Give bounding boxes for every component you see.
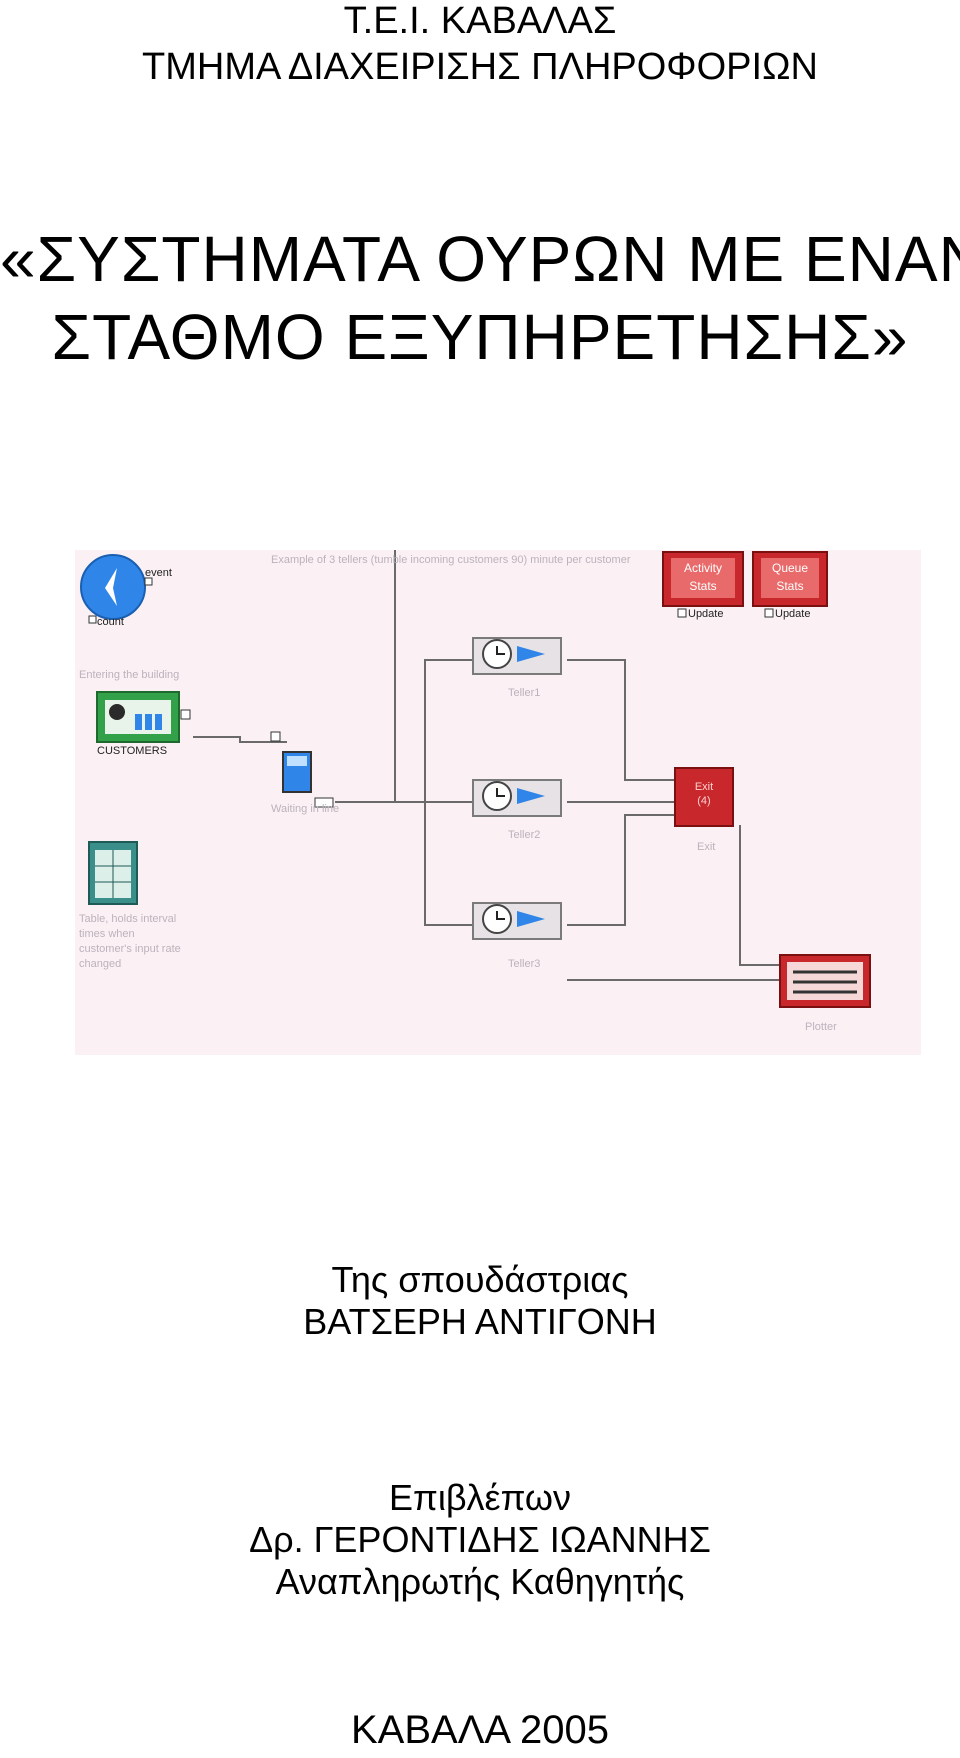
- plotter-label: Plotter: [805, 1021, 837, 1033]
- teller-3-label: Teller3: [508, 958, 540, 970]
- teller-1-label: Teller1: [508, 687, 540, 699]
- activity-stats-line-1: Activity: [684, 561, 722, 575]
- supervisor-rank: Αναπληρωτής Καθηγητής: [275, 1561, 685, 1602]
- teller-2-block: Teller2: [472, 779, 562, 841]
- supervisor-role: Επιβλέπων: [388, 1477, 572, 1518]
- queue-label: Waiting in line: [271, 803, 339, 815]
- exit-text-2: (4): [697, 795, 710, 807]
- queue-update-label: Update: [775, 608, 810, 620]
- queue-simulation-diagram: event count Example of 3 tellers (tumble…: [75, 550, 921, 1055]
- place-and-year: ΚΑΒΑΛΑ 2005: [350, 1708, 609, 1752]
- plotter-block: Plotter: [779, 954, 871, 1033]
- entering-label: Entering the building: [79, 669, 179, 681]
- thesis-title-line-1: «ΣΥΣΤΗΜΑΤΑ ΟΥΡΩΝ ΜΕ ΕΝΑΝ: [0, 223, 960, 295]
- queue-stats-block: Queue Stats Update: [752, 551, 828, 620]
- table-note-2: times when: [79, 928, 135, 940]
- clock-count-label: count: [97, 616, 124, 628]
- queue-block: Waiting in line: [270, 731, 339, 815]
- activity-stats-line-2: Stats: [689, 579, 716, 593]
- clock-event-label: event: [145, 567, 172, 579]
- table-note-1: Table, holds interval: [79, 913, 176, 925]
- exit-label: Exit: [697, 841, 715, 853]
- arrow-icon: [517, 788, 545, 804]
- supervisor-name: Δρ. ΓΕΡΟΝΤΙΔΗΣ ΙΩΑΝΝΗΣ: [249, 1519, 711, 1560]
- teller-3-block: Teller3: [472, 902, 562, 970]
- generator-block: CUSTOMERS: [96, 691, 191, 757]
- queue-stats-line-1: Queue: [772, 561, 808, 575]
- author-prefix: Της σπουδάστριας: [331, 1259, 629, 1300]
- table-note-3: customer's input rate: [79, 943, 181, 955]
- connection-wires: [193, 550, 780, 981]
- diagram-note: Example of 3 tellers (tumble incoming cu…: [271, 554, 631, 566]
- author-name: ΒΑΤΣΕΡΗ ΑΝΤΙΓΟΝΗ: [303, 1301, 657, 1342]
- activity-stats-block: Activity Stats Update: [662, 551, 744, 620]
- institution-name: Τ.Ε.Ι. ΚΑΒΑΛΑΣ: [343, 0, 617, 42]
- generator-label: CUSTOMERS: [97, 745, 167, 757]
- clock-block: event count: [80, 554, 172, 628]
- thesis-title-line-2: ΣΤΑΘΜΟ ΕΞΥΠΗΡΕΤΗΣΗΣ»: [51, 301, 909, 373]
- arrow-icon: [517, 911, 545, 927]
- arrow-icon: [517, 646, 545, 662]
- exit-block: Exit (4) Exit: [674, 767, 734, 853]
- teller-2-label: Teller2: [508, 829, 540, 841]
- queue-stats-line-2: Stats: [776, 579, 803, 593]
- table-note-4: changed: [79, 958, 121, 970]
- department-name: ΤΜΗΜΑ ΔΙΑΧΕΙΡΙΣΗΣ ΠΛΗΡΟΦΟΡΙΩΝ: [142, 46, 818, 88]
- clock-hand-icon: [105, 568, 117, 606]
- table-block: Table, holds interval times when custome…: [79, 841, 181, 970]
- teller-1-block: Teller1: [472, 637, 562, 699]
- exit-text-1: Exit: [695, 781, 713, 793]
- activity-update-label: Update: [688, 608, 723, 620]
